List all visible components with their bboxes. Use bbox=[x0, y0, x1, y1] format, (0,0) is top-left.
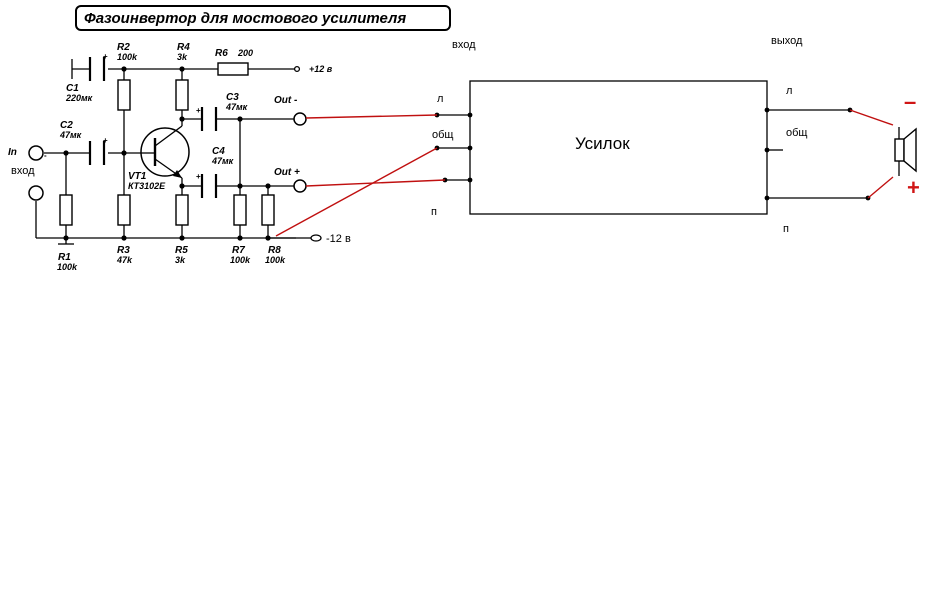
svg-text:C1: C1 bbox=[66, 83, 79, 94]
amp-in-right-label: п bbox=[431, 206, 437, 218]
amp-output-pins bbox=[764, 107, 871, 201]
input-label: In bbox=[8, 147, 17, 158]
resistor-r6 bbox=[217, 62, 249, 76]
plus12-terminal bbox=[293, 65, 301, 73]
resistor-r5 bbox=[175, 194, 189, 226]
input-jack-signal bbox=[28, 145, 44, 161]
svg-text:R1: R1 bbox=[58, 252, 71, 263]
resistor-r4 bbox=[175, 79, 189, 111]
svg-text:КТ3102Е: КТ3102Е bbox=[128, 181, 166, 191]
svg-text:47мк: 47мк bbox=[225, 102, 248, 112]
input-sublabel: вход bbox=[11, 165, 35, 177]
amp-out-common-label: общ bbox=[786, 127, 807, 139]
svg-text:R4: R4 bbox=[177, 42, 190, 53]
svg-text:R7: R7 bbox=[232, 245, 245, 256]
amp-in-left-label: л bbox=[437, 93, 443, 105]
svg-text:200: 200 bbox=[237, 48, 253, 58]
svg-text:47k: 47k bbox=[116, 255, 133, 265]
amp-in-common-label: общ bbox=[432, 129, 453, 141]
input-minus-mark: - bbox=[44, 151, 47, 160]
svg-text:C4: C4 bbox=[212, 146, 225, 157]
svg-text:VT1: VT1 bbox=[128, 171, 147, 182]
capacitor-c4: + bbox=[196, 172, 218, 198]
amp-input-pins bbox=[434, 112, 473, 183]
svg-text:R5: R5 bbox=[175, 245, 188, 256]
amplifier-block: Усилок bbox=[469, 80, 768, 215]
plus12-label: +12 в bbox=[309, 64, 333, 74]
c4-plus: + bbox=[196, 172, 201, 181]
capacitor-c3: + bbox=[196, 106, 218, 131]
svg-text:R2: R2 bbox=[117, 42, 130, 53]
resistor-r1 bbox=[59, 194, 73, 226]
diagram-title: Фазоинвертор для мостового усилителя bbox=[84, 10, 406, 27]
amp-out-right-label: п bbox=[783, 223, 789, 235]
emitter-arrow-icon bbox=[173, 170, 182, 178]
out-plus-terminal bbox=[293, 179, 307, 193]
amp-input-header: вход bbox=[452, 39, 476, 51]
svg-text:3k: 3k bbox=[177, 52, 188, 62]
out-minus-terminal bbox=[293, 112, 307, 126]
c3-plus: + bbox=[196, 106, 201, 115]
transistor-vt1 bbox=[140, 125, 190, 179]
svg-text:R6: R6 bbox=[215, 48, 228, 59]
svg-text:R3: R3 bbox=[117, 245, 130, 256]
resistor-r7 bbox=[233, 194, 247, 226]
title-box: Фазоинвертор для мостового усилителя bbox=[75, 5, 451, 31]
amp-output-header: выход bbox=[771, 35, 803, 47]
svg-text:C3: C3 bbox=[226, 92, 239, 103]
amplifier-name: Усилок bbox=[575, 134, 630, 153]
minus12-label: -12 в bbox=[326, 233, 351, 245]
capacitor-c2: + bbox=[88, 136, 108, 165]
resistor-r2 bbox=[117, 79, 131, 111]
red-connection-wires bbox=[275, 109, 894, 237]
capacitor-c1: + bbox=[88, 52, 108, 81]
svg-text:47мк: 47мк bbox=[211, 156, 234, 166]
input-jack-ground bbox=[28, 185, 44, 201]
speaker-plus-sign: + bbox=[907, 175, 920, 200]
component-labels: C1 220мк C2 47мк R2 100k R4 3k R6 200 C3… bbox=[57, 42, 286, 272]
resistor-r8 bbox=[261, 194, 275, 226]
c2-plus: + bbox=[103, 136, 108, 145]
svg-text:100k: 100k bbox=[230, 255, 251, 265]
resistor-r3 bbox=[117, 194, 131, 226]
speaker-icon bbox=[894, 127, 917, 176]
c1-plus: + bbox=[103, 52, 108, 61]
svg-text:100k: 100k bbox=[265, 255, 286, 265]
svg-text:220мк: 220мк bbox=[65, 93, 93, 103]
svg-text:R8: R8 bbox=[268, 245, 281, 256]
svg-text:47мк: 47мк bbox=[59, 130, 82, 140]
out-minus-label: Out - bbox=[274, 95, 298, 106]
svg-text:100k: 100k bbox=[57, 262, 78, 272]
minus12-terminal bbox=[310, 234, 322, 242]
svg-text:3k: 3k bbox=[175, 255, 186, 265]
svg-text:100k: 100k bbox=[117, 52, 138, 62]
svg-text:C2: C2 bbox=[60, 120, 73, 131]
amp-out-left-label: л bbox=[786, 85, 792, 97]
speaker-minus-sign: – bbox=[904, 89, 916, 114]
out-plus-label: Out + bbox=[274, 167, 300, 178]
